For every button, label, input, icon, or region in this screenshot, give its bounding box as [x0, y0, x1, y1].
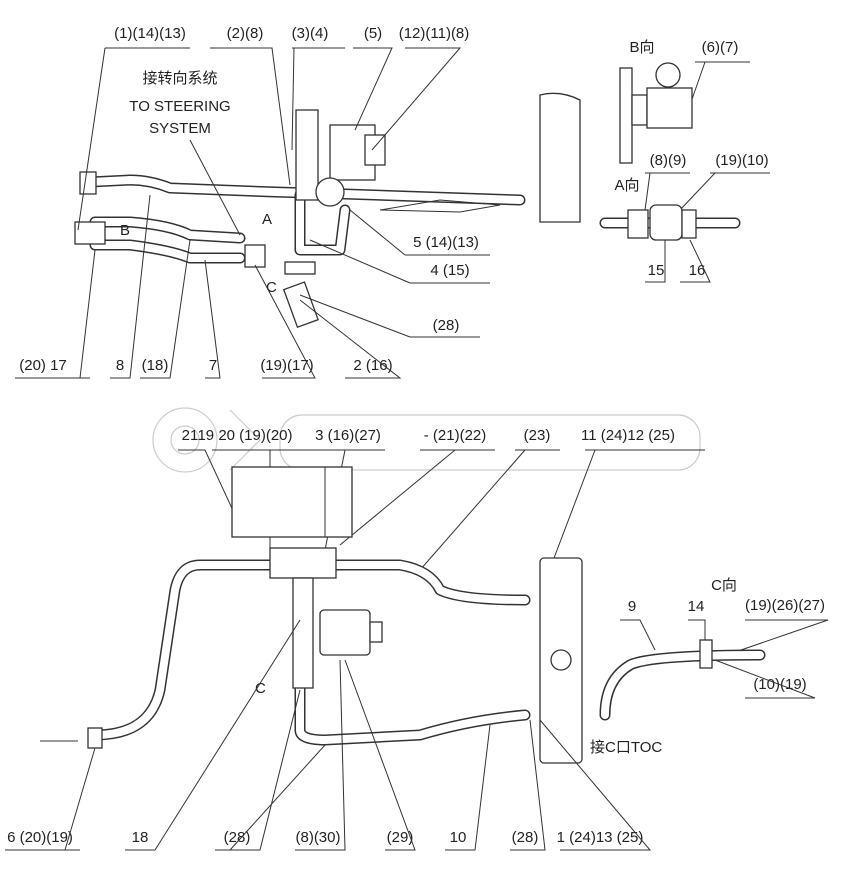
view-c-drawing	[599, 639, 766, 721]
callout-label: (23)	[524, 427, 551, 444]
lower-view-drawing	[40, 466, 583, 764]
note-steering-cn: 接转向系统	[142, 70, 217, 87]
callout-label: 4 (15)	[430, 262, 469, 279]
callout-label: 18	[132, 829, 149, 846]
callout-label: 10	[450, 829, 467, 846]
callout-label: (19)(26)(27)	[745, 597, 825, 614]
callout-label: 11 (24)12 (25)	[581, 427, 675, 444]
arrow-b-label: B	[120, 222, 130, 239]
callout-label: 21	[182, 427, 199, 444]
callout-label: 9	[628, 598, 636, 615]
callout-label: 14	[688, 598, 705, 615]
top-view-drawing	[74, 92, 581, 329]
callout-label: (19)(17)	[260, 357, 313, 374]
callout-label: (2)(8)	[227, 25, 264, 42]
view-b-drawing	[619, 62, 693, 164]
callout-label: 6 (20)(19)	[7, 829, 73, 846]
callout-label: 19 20 (19)(20)	[197, 427, 292, 444]
view-c-title: C向	[711, 577, 737, 594]
callout-label: 3 (16)(27)	[315, 427, 381, 444]
callout-label: 5 (14)(13)	[413, 234, 479, 251]
callout-label: (1)(14)(13)	[114, 25, 186, 42]
watermark-logo	[152, 407, 701, 473]
callout-label: 15	[648, 262, 665, 279]
note-steering-en-2: SYSTEM	[149, 120, 211, 137]
note-toc: 接C口TOC	[590, 739, 662, 756]
note-steering-en: TO STEERING	[129, 98, 230, 115]
arrow-c-label: C	[255, 680, 266, 697]
callout-label: - (21)(22)	[424, 427, 487, 444]
callout-label: (8)(9)	[650, 152, 687, 169]
callout-label: (28)	[433, 317, 460, 334]
callout-label: 8	[116, 357, 124, 374]
callout-label: 2 (16)	[353, 357, 392, 374]
callout-label: (6)(7)	[702, 39, 739, 56]
callout-label: (19)(10)	[715, 152, 768, 169]
callout-label: (29)	[387, 829, 414, 846]
arrow-a-label: A	[262, 211, 272, 228]
view-a-title: A向	[614, 177, 639, 194]
view-b-title: B向	[629, 39, 654, 56]
arrow-c-label: C	[266, 279, 277, 296]
view-a-drawing	[599, 204, 741, 241]
callout-label: (5)	[364, 25, 382, 42]
callout-label: (12)(11)(8)	[399, 25, 470, 42]
callout-label: (28)	[224, 829, 251, 846]
callout-label: 1 (24)13 (25)	[557, 829, 644, 846]
callout-label: 7	[209, 357, 217, 374]
callout-label: 16	[689, 262, 706, 279]
callout-label: (28)	[512, 829, 539, 846]
callout-label: (20) 17	[19, 357, 67, 374]
callout-label: (18)	[142, 357, 169, 374]
callout-label: (8)(30)	[295, 829, 340, 846]
callout-label: (3)(4)	[292, 25, 329, 42]
